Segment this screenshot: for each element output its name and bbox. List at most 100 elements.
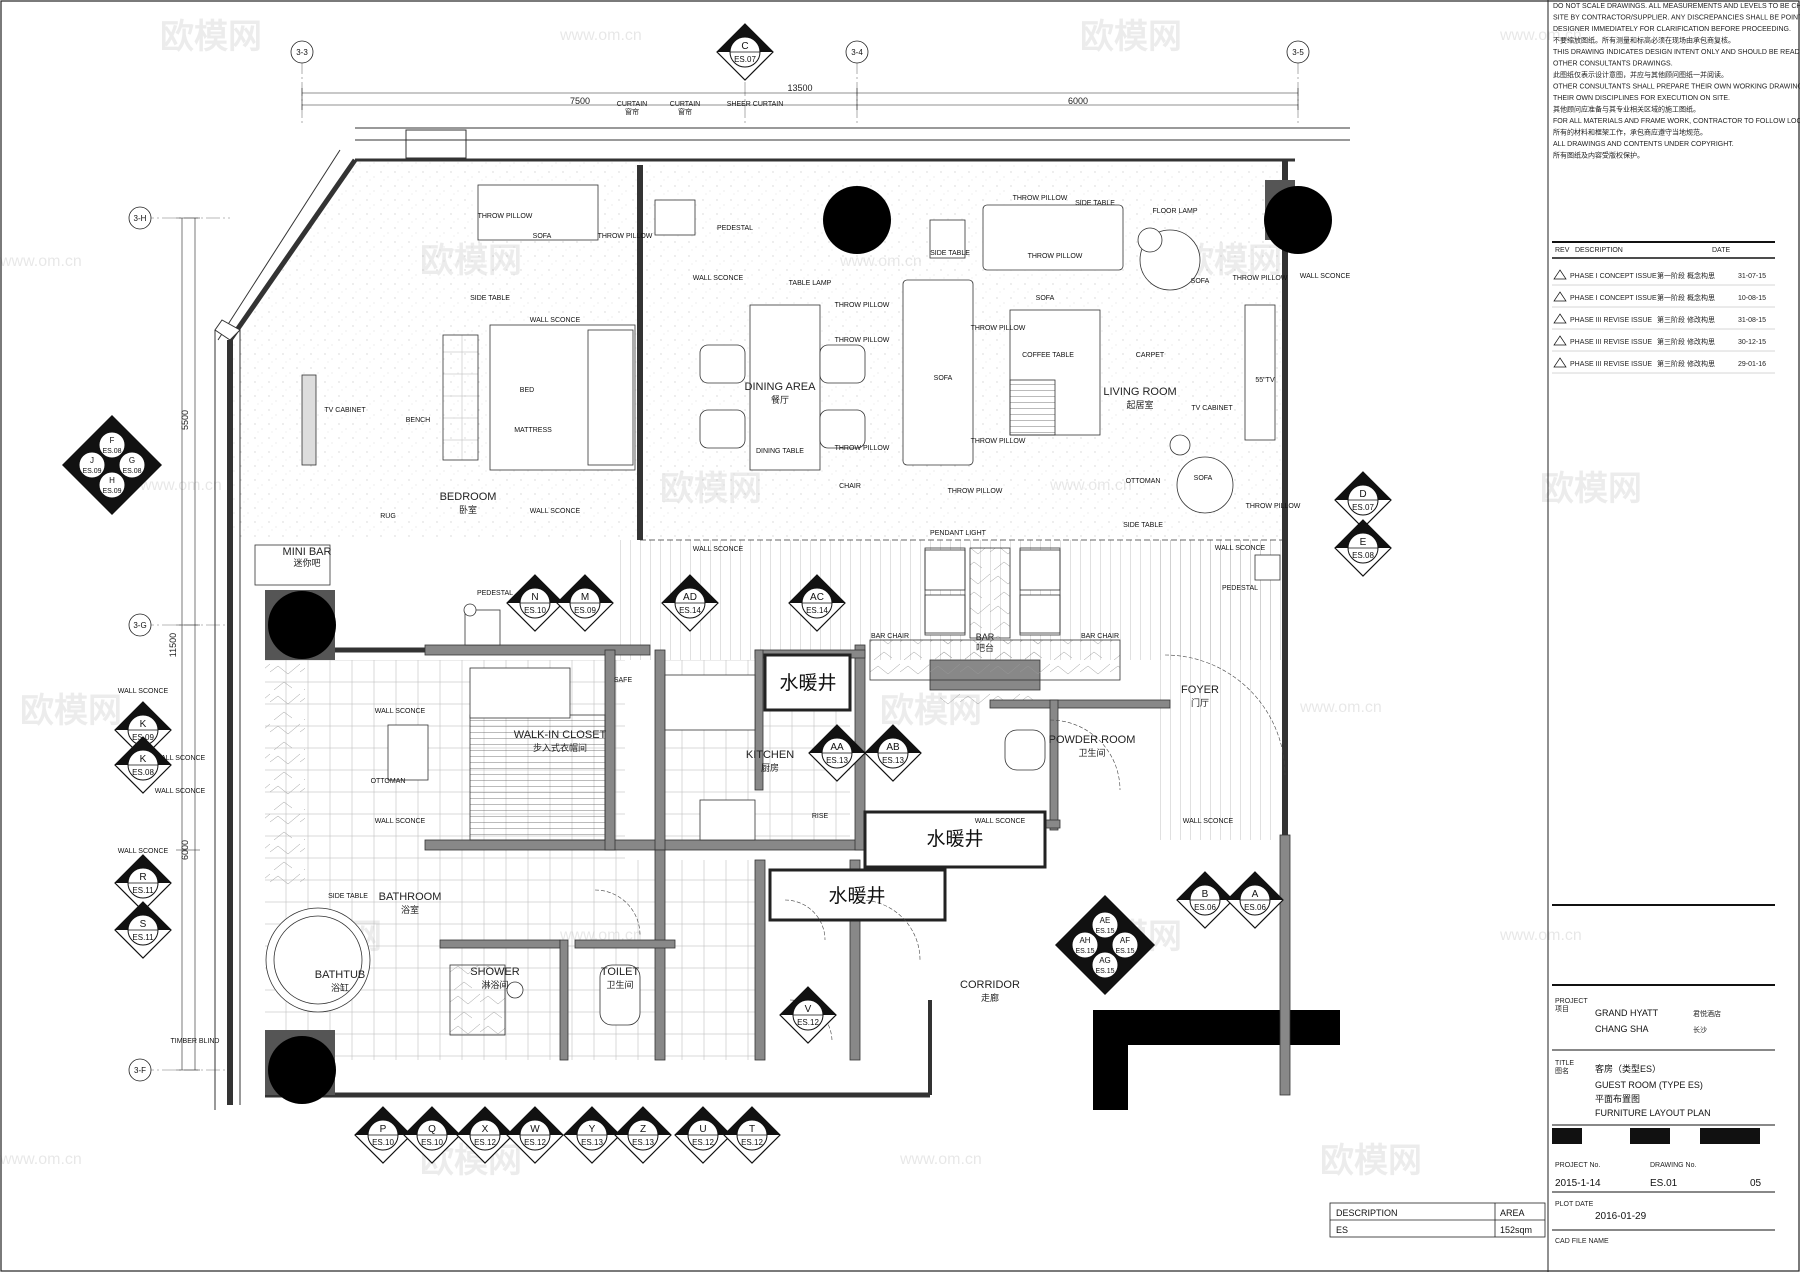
room-name-cn: 起居室: [1126, 399, 1153, 411]
label-sofa: SOFA: [533, 233, 552, 240]
revision-delta-icon: [1553, 269, 1567, 280]
room-name-en: MINI BAR: [283, 546, 332, 558]
revision-date: 10-08-15: [1738, 295, 1766, 302]
room-name-en: LIVING ROOM: [1103, 386, 1176, 398]
room-name-en: BATHTUB: [315, 969, 366, 981]
shaft-label: 水暖井: [926, 828, 983, 850]
label-throw-pillow: THROW PILLOW: [1013, 195, 1068, 202]
label-ottoman: OTTOMAN: [1126, 478, 1161, 485]
watermark-url: www.om.cn: [0, 253, 82, 270]
dimension-text: 6000: [180, 840, 190, 860]
quad-marker-sheet: ES.15: [1095, 928, 1114, 935]
quad-marker-letter: AH: [1079, 936, 1090, 945]
note-line: OTHER CONSULTANTS SHALL PREPARE THEIR OW…: [1553, 84, 1800, 91]
label-bench: BENCH: [406, 417, 431, 424]
room-name-en: POWDER ROOM: [1049, 734, 1136, 746]
label-rug: RUG: [380, 513, 396, 520]
pendant-lights: [924, 547, 1061, 634]
watermark-text: 欧模网: [1080, 17, 1182, 57]
label-throw-pillow: THROW PILLOW: [1246, 503, 1301, 510]
label-tv-cabinet: TV CABINET: [1191, 405, 1233, 412]
quad-marker-letter: AE: [1100, 916, 1111, 925]
note-line: DESIGNER IMMEDIATELY FOR CLARIFICATION B…: [1553, 26, 1791, 33]
elevation-marker-letter: A: [1252, 889, 1259, 900]
elevation-marker-letter: Y: [589, 1124, 596, 1135]
watermark-url: www.om.cn: [559, 27, 642, 44]
elevation-marker-sheet: ES.12: [797, 1018, 819, 1027]
label-bar-chair: BAR CHAIR: [871, 633, 909, 640]
label-curtain-cn: 窗帘: [625, 107, 639, 116]
quad-marker-letter: G: [129, 456, 135, 465]
elevation-marker-letter: D: [1359, 489, 1366, 500]
watermark-text: 欧模网: [20, 691, 122, 731]
project-label-cn: 项目: [1555, 1005, 1569, 1013]
revision-delta-icon: [1553, 335, 1567, 346]
watermark-url: www.om.cn: [899, 1151, 982, 1168]
label-curtain-cn: 窗帘: [678, 107, 692, 116]
room-name-cn: 卧室: [459, 504, 477, 516]
label-throw-pillow: THROW PILLOW: [1028, 253, 1083, 260]
label-wall-sconce: WALL SCONCE: [1215, 545, 1266, 552]
area-desc-label: DESCRIPTION: [1336, 1208, 1398, 1218]
revision-description: PHASE I CONCEPT ISSUE: [1570, 273, 1657, 280]
label-pedestal: PEDESTAL: [477, 590, 513, 597]
elevation-marker-sheet: ES.13: [632, 1138, 654, 1147]
note-line: 此图纸仅表示设计意图，并应与其他顾问图纸一并阅读。: [1553, 70, 1728, 79]
revision-delta-icon: [1553, 291, 1567, 302]
quad-marker-circle: [118, 451, 146, 479]
label-sheer-curtain: SHEER CURTAIN: [727, 101, 784, 108]
elevation-marker-letter: N: [531, 592, 538, 603]
shaft-label: 水暖井: [828, 885, 885, 907]
plot-date-label: PLOT DATE: [1555, 1201, 1594, 1208]
label-throw-pillow: THROW PILLOW: [971, 325, 1026, 332]
label-table-lamp: TABLE LAMP: [789, 280, 832, 287]
quad-marker-letter: AF: [1120, 936, 1130, 945]
dimension-text: 11500: [168, 633, 178, 657]
quad-marker-sheet: ES.08: [102, 448, 121, 455]
room-name-en: FOYER: [1181, 684, 1219, 696]
grid-label: 3-F: [134, 1066, 146, 1075]
note-line: 所有的材料和框架工作，承包商应遵守当地规范。: [1553, 128, 1707, 137]
elevation-marker-sheet: ES.14: [679, 606, 701, 615]
quad-marker-sheet: ES.15: [1095, 968, 1114, 975]
watermark-url: www.om.cn: [1299, 699, 1382, 716]
grid-label: 3-4: [851, 48, 863, 57]
label-dining-table: DINING TABLE: [756, 448, 804, 455]
elevation-marker-letter: T: [749, 1124, 755, 1135]
elevation-marker-letter: AA: [830, 742, 844, 753]
label-wall-sconce: WALL SCONCE: [693, 546, 744, 553]
elevation-marker-sheet: ES.07: [1352, 503, 1374, 512]
elevation-marker-letter: AD: [683, 592, 697, 603]
area-value: 152sqm: [1500, 1225, 1532, 1235]
elevation-marker-sheet: ES.13: [882, 756, 904, 765]
label-throw-pillow: THROW PILLOW: [835, 337, 890, 344]
elevation-marker-letter: Z: [640, 1124, 646, 1135]
revision-description-cn: 第一阶段 概念构思: [1657, 293, 1715, 302]
drawing-title-cn: 客房（类型ES）: [1595, 1063, 1661, 1074]
label-throw-pillow: THROW PILLOW: [835, 302, 890, 309]
column-marker-dots: [268, 186, 1332, 1104]
furniture-labels: CURTAIN 窗帘 CURTAIN 窗帘 SHEER CURTAIN THRO…: [118, 101, 1351, 1045]
label-sofa: SOFA: [1036, 295, 1055, 302]
room-name-cn: 淋浴间: [481, 979, 508, 991]
elevation-marker-sheet: ES.10: [372, 1138, 394, 1147]
elevation-marker-sheet: ES.12: [524, 1138, 546, 1147]
label-wall-sconce: WALL SCONCE: [693, 275, 744, 282]
label-timber-blind: TIMBER BLIND: [170, 1038, 219, 1045]
area-label: AREA: [1500, 1208, 1525, 1218]
room-name-cn: 走廊: [981, 992, 999, 1004]
elevation-marker-letter: M: [581, 592, 589, 603]
plan-title-cn: 平面布置图: [1595, 1093, 1640, 1104]
revision-date: 30-12-15: [1738, 339, 1766, 346]
elevation-marker-letter: R: [139, 872, 146, 883]
elevation-marker-sheet: ES.10: [421, 1138, 443, 1147]
label-wall-sconce: WALL SCONCE: [1300, 273, 1351, 280]
elevation-marker-sheet: ES.14: [806, 606, 828, 615]
label-bar-chair: BAR CHAIR: [1081, 633, 1119, 640]
note-line: 所有图纸及内容受版权保护。: [1553, 151, 1644, 160]
grid-bubbles: 3-3 3-4 3-5 3-H 3-G 3-F: [128, 40, 1310, 1082]
room-name-cn: 迷你吧: [293, 557, 320, 569]
elevation-marker-sheet: ES.11: [132, 886, 154, 895]
room-name-en: BEDROOM: [440, 491, 497, 503]
